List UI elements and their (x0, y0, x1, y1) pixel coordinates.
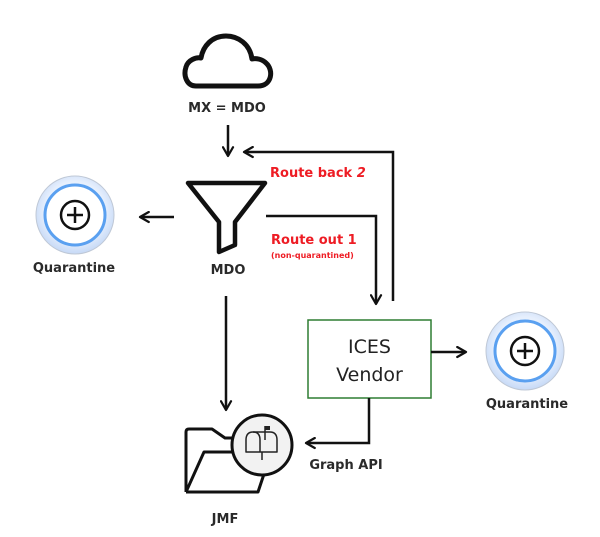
graph-api-label: Graph API (309, 458, 382, 473)
mdo-label: MDO (211, 263, 246, 278)
route-back-number: 2 (357, 166, 366, 181)
mailbox-icon (245, 426, 278, 460)
folder-mailbox-icon (184, 413, 294, 494)
route-out-line (266, 214, 383, 306)
cloud-label: MX = MDO (188, 101, 266, 116)
cloud-icon (182, 33, 274, 89)
quarantine-right-icon (485, 311, 565, 391)
graph-api-line (304, 398, 371, 450)
route-out-sublabel: (non-quarantined) (271, 251, 354, 260)
ices-vendor-line1: ICES (348, 336, 391, 358)
route-back-line (242, 145, 395, 301)
ices-vendor-line2: Vendor (336, 364, 403, 386)
route-back-label: Route back 2 (270, 166, 366, 181)
funnel-icon (185, 180, 268, 255)
route-back-text: Route back (270, 166, 353, 181)
ices-vendor-box: ICES Vendor (307, 319, 432, 399)
quarantine-left-icon (35, 175, 115, 255)
quarantine-left-label: Quarantine (33, 261, 115, 276)
jmf-label: JMF (211, 512, 239, 527)
route-out-label: Route out 1 (271, 233, 357, 248)
quarantine-right-label: Quarantine (486, 397, 568, 412)
